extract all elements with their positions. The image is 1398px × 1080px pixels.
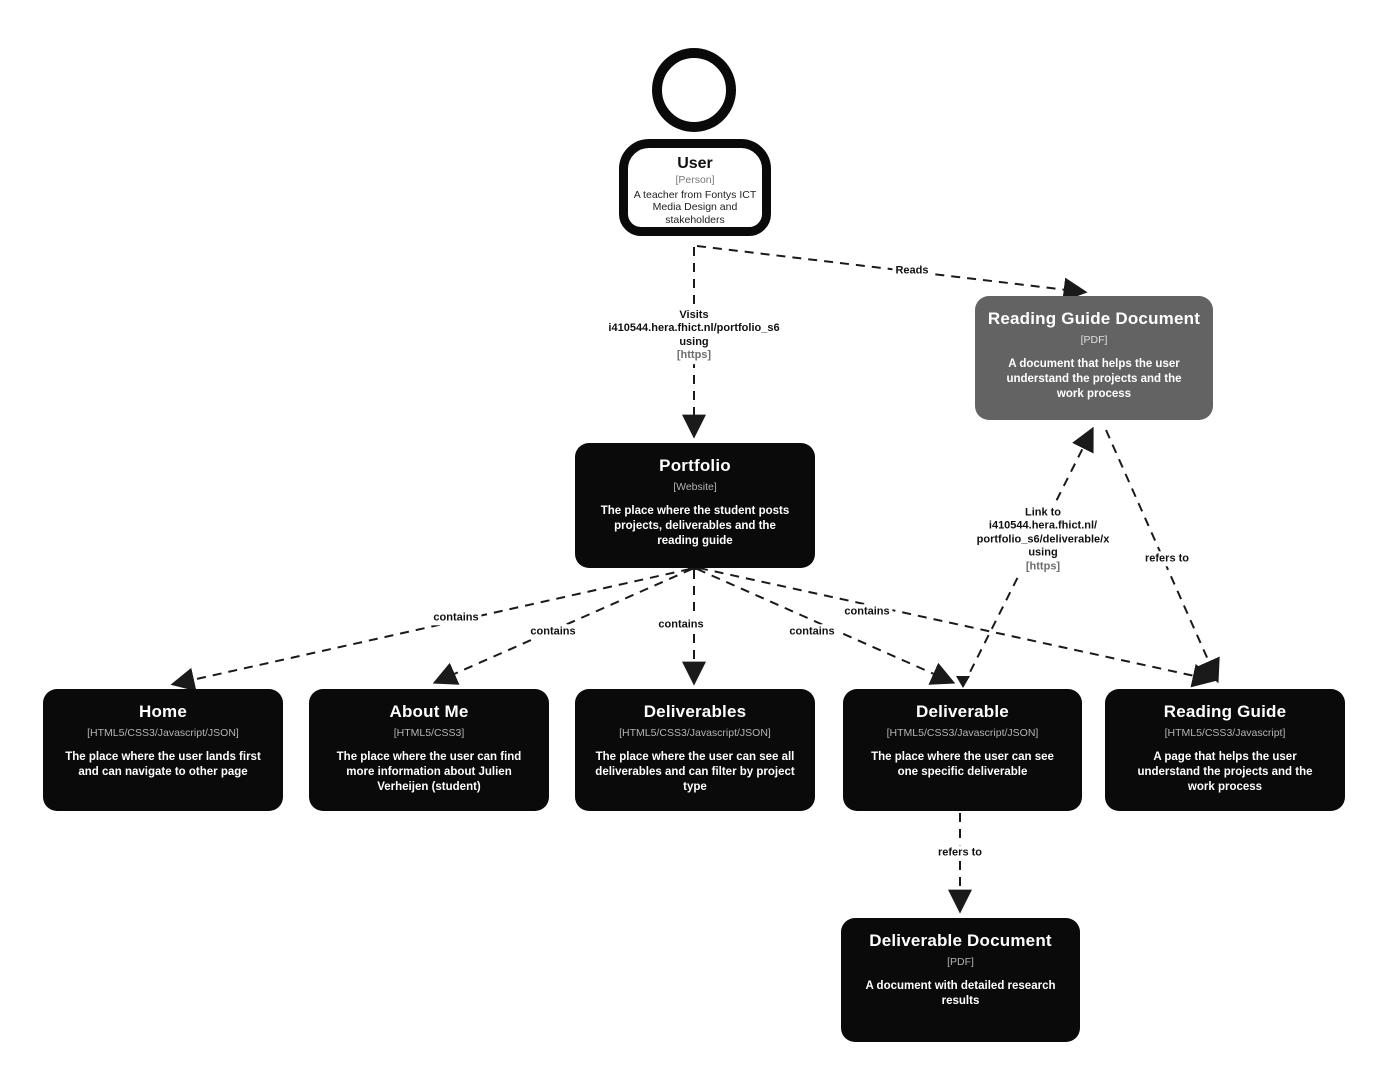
- edge-contains-deliverable: [696, 568, 956, 685]
- node-description: The place where the user can see all del…: [595, 751, 795, 794]
- node-title: User: [677, 155, 713, 172]
- node-type: [HTML5/CSS3/Javascript]: [1164, 727, 1286, 739]
- edge-label-contains-home: contains: [430, 610, 482, 626]
- node-title: Home: [138, 702, 188, 721]
- node-portfolio: Portfolio [Website] The place where the …: [575, 443, 815, 568]
- node-title: Deliverables: [643, 702, 747, 721]
- edge-label-url: portfolio_s6/deliverable/x: [976, 533, 1110, 546]
- node-description: A document that helps the user understan…: [1006, 358, 1182, 401]
- node-type: [HTML5/CSS3/Javascript/JSON]: [619, 727, 771, 739]
- node-reading-guide-document: Reading Guide Document [PDF] A document …: [975, 296, 1213, 420]
- person-head-icon: [652, 48, 736, 132]
- node-description: The place where the user can see one spe…: [871, 751, 1054, 779]
- person-body: User [Person] A teacher from Fontys ICT …: [619, 139, 771, 236]
- node-deliverable: Deliverable [HTML5/CSS3/Javascript/JSON]…: [843, 689, 1082, 811]
- node-description: A page that helps the user understand th…: [1137, 751, 1313, 794]
- edge-reads: [696, 245, 1088, 302]
- node-title: About Me: [389, 702, 469, 721]
- edge-contains-home: [170, 568, 691, 692]
- node-deliverable-document: Deliverable Document [PDF] A document wi…: [841, 918, 1080, 1042]
- node-about-me: About Me [HTML5/CSS3] The place where th…: [309, 689, 549, 811]
- edge-label-contains-about-me: contains: [527, 624, 579, 640]
- edge-label-protocol: [https]: [676, 349, 712, 362]
- node-description: The place where the user lands first and…: [65, 751, 261, 779]
- edge-label-line: using: [1028, 546, 1058, 559]
- edge-label-line: using: [679, 336, 709, 348]
- node-description: A document with detailed research result…: [865, 980, 1056, 1008]
- node-type: [HTML5/CSS3/Javascript/JSON]: [886, 727, 1039, 739]
- node-reading-guide: Reading Guide [HTML5/CSS3/Javascript] A …: [1105, 689, 1345, 811]
- edge-label-refers-to-reading-guide: refers to: [1141, 551, 1193, 567]
- node-type: [HTML5/CSS3/Javascript/JSON]: [87, 727, 239, 739]
- node-title: Reading Guide Document: [987, 309, 1201, 328]
- edge-label-contains-reading-guide: contains: [841, 604, 893, 620]
- node-title: Deliverable: [916, 702, 1009, 721]
- edge-label-visits: Visits i410544.hera.fhict.nl/portfolio_s…: [605, 308, 783, 364]
- node-type: [PDF]: [1080, 334, 1108, 346]
- edge-contains-reading-guide: [698, 567, 1217, 688]
- node-type: [PDF]: [947, 956, 974, 968]
- node-description: A teacher from Fontys ICT Media Design a…: [633, 189, 757, 226]
- edge-label-line: Visits: [679, 309, 709, 322]
- node-title: Portfolio: [659, 456, 731, 475]
- edge-label-line: Link to: [1024, 506, 1062, 519]
- node-home: Home [HTML5/CSS3/Javascript/JSON] The pl…: [43, 689, 283, 811]
- node-description: The place where the user can find more i…: [336, 751, 522, 794]
- edge-label-protocol: [https]: [1025, 560, 1061, 573]
- node-title: Deliverable Document: [869, 931, 1052, 950]
- arrowhead-into-deliverable-top: [956, 676, 970, 688]
- edge-label-url: i410544.hera.fhict.nl/: [988, 519, 1098, 532]
- edge-label-refers-to-document: refers to: [934, 845, 986, 861]
- node-type: [HTML5/CSS3]: [393, 727, 465, 739]
- node-description: The place where the student posts projec…: [600, 505, 790, 548]
- edge-label-url: i410544.hera.fhict.nl/portfolio_s6: [608, 322, 780, 335]
- node-deliverables: Deliverables [HTML5/CSS3/Javascript/JSON…: [575, 689, 815, 811]
- edge-label-contains-deliverable: contains: [786, 624, 838, 640]
- node-type: [Website]: [673, 481, 717, 493]
- node-type: [Person]: [675, 174, 715, 186]
- edge-label-reads: Reads: [892, 263, 932, 279]
- edge-label-link-to: Link to i410544.hera.fhict.nl/ portfolio…: [973, 505, 1113, 575]
- edge-label-contains-deliverables: contains: [655, 617, 707, 633]
- node-title: Reading Guide: [1163, 702, 1287, 721]
